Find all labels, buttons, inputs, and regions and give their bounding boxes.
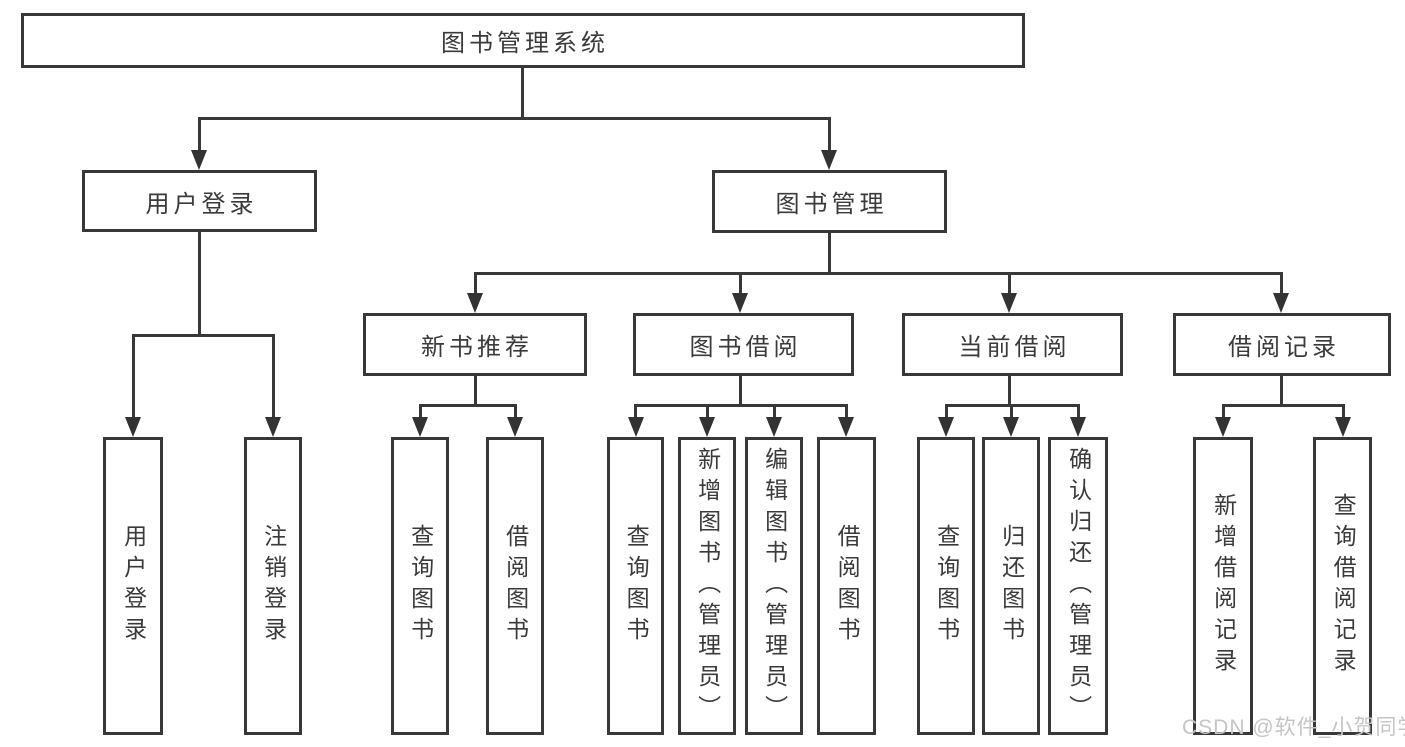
csdn-watermark: CSDN @软件_小贺同学 bbox=[1182, 716, 1405, 739]
connector-drop-user-login bbox=[198, 117, 201, 151]
connector-drop-leaf bbox=[773, 404, 776, 418]
connector-drop-leaf bbox=[1342, 404, 1345, 418]
arrow-down-icon bbox=[507, 417, 523, 437]
node-borrow-records-label: 借阅记录 bbox=[1228, 334, 1340, 361]
leaf-records-add: 新增借阅记录 bbox=[1193, 437, 1253, 735]
arrow-down-icon bbox=[1001, 293, 1017, 313]
leaf-borrow-borrow-label: 借阅图书 bbox=[834, 524, 861, 648]
leaf-borrow-edit: 编辑图书（管理员） bbox=[745, 437, 803, 735]
leaf-logout-label: 注销登录 bbox=[260, 524, 287, 648]
leaf-logout: 注销登录 bbox=[244, 437, 302, 735]
connector-drop-book-borrow bbox=[739, 272, 742, 294]
connector-newbook-stem bbox=[474, 376, 477, 406]
leaf-newbook-query: 查询图书 bbox=[391, 437, 449, 735]
connector-drop-leaf bbox=[845, 404, 848, 418]
leaf-newbook-borrow: 借阅图书 bbox=[486, 437, 544, 735]
node-book-borrow-label: 图书借阅 bbox=[689, 334, 802, 361]
arrow-down-icon bbox=[938, 417, 954, 437]
leaf-records-add-label: 新增借阅记录 bbox=[1210, 493, 1237, 679]
node-book-management-label: 图书管理 bbox=[775, 191, 888, 218]
arrow-down-icon bbox=[412, 417, 428, 437]
arrow-down-icon bbox=[467, 293, 483, 313]
arrow-down-icon bbox=[699, 417, 715, 437]
leaf-borrow-query-label: 查询图书 bbox=[623, 524, 650, 648]
connector-drop-leaf bbox=[132, 334, 135, 418]
arrow-down-icon bbox=[732, 293, 748, 313]
leaf-records-query: 查询借阅记录 bbox=[1313, 437, 1372, 735]
connector-user-login-stem bbox=[198, 232, 201, 335]
connector-currentborrow-stem bbox=[1008, 376, 1011, 406]
connector-bookborrow-rail bbox=[634, 404, 846, 407]
arrow-down-icon bbox=[265, 417, 281, 437]
connector-drop-book-management bbox=[828, 117, 831, 151]
connector-drop-leaf bbox=[1222, 404, 1225, 418]
connector-records-stem bbox=[1280, 376, 1283, 406]
connector-drop-leaf bbox=[634, 404, 637, 418]
connector-drop-leaf bbox=[514, 404, 517, 418]
connector-records-rail bbox=[1222, 404, 1344, 407]
leaf-newbook-borrow-label: 借阅图书 bbox=[502, 524, 529, 648]
node-book-management: 图书管理 bbox=[712, 170, 947, 233]
arrow-down-icon bbox=[628, 417, 644, 437]
node-book-borrow: 图书借阅 bbox=[633, 313, 854, 376]
arrow-down-icon bbox=[1070, 417, 1086, 437]
leaf-borrow-query: 查询图书 bbox=[607, 437, 664, 735]
connector-drop-borrow-records bbox=[1280, 272, 1283, 294]
connector-bookborrow-stem bbox=[739, 376, 742, 406]
arrow-down-icon bbox=[1215, 417, 1231, 437]
leaf-records-query-label: 查询借阅记录 bbox=[1330, 493, 1357, 679]
leaf-borrow-add: 新增图书（管理员） bbox=[678, 437, 736, 735]
leaf-user-login: 用户登录 bbox=[103, 437, 163, 735]
leaf-borrow-edit-label: 编辑图书（管理员） bbox=[761, 446, 788, 726]
connector-level2-rail bbox=[198, 117, 831, 120]
connector-drop-leaf bbox=[1077, 404, 1080, 418]
connector-drop-new-book bbox=[474, 272, 477, 294]
node-new-book-recommend-label: 新书推荐 bbox=[421, 334, 533, 361]
connector-root-stem bbox=[521, 68, 524, 119]
connector-newbook-rail bbox=[419, 404, 516, 407]
node-current-borrow-label: 当前借阅 bbox=[958, 334, 1071, 361]
connector-drop-leaf bbox=[945, 404, 948, 418]
connector-drop-leaf bbox=[419, 404, 422, 418]
leaf-borrow-add-label: 新增图书（管理员） bbox=[694, 446, 721, 726]
connector-drop-leaf bbox=[1010, 404, 1013, 418]
leaf-current-return-label: 归还图书 bbox=[998, 524, 1025, 648]
leaf-current-query: 查询图书 bbox=[917, 437, 975, 735]
leaf-current-return: 归还图书 bbox=[982, 437, 1040, 735]
leaf-current-confirm-return: 确认归还（管理员） bbox=[1048, 437, 1108, 735]
arrow-down-icon bbox=[1003, 417, 1019, 437]
leaf-newbook-query-label: 查询图书 bbox=[407, 524, 434, 648]
node-user-login-label: 用户登录 bbox=[145, 190, 258, 218]
node-root-label: 图书管理系统 bbox=[441, 30, 609, 57]
arrow-down-icon bbox=[191, 150, 207, 170]
arrow-down-icon bbox=[838, 417, 854, 437]
connector-drop-leaf bbox=[706, 404, 709, 418]
arrow-down-icon bbox=[766, 417, 782, 437]
node-user-login: 用户登录 bbox=[82, 170, 317, 232]
node-root: 图书管理系统 bbox=[21, 13, 1025, 68]
node-new-book-recommend: 新书推荐 bbox=[363, 313, 587, 376]
connector-drop-current-borrow bbox=[1008, 272, 1011, 294]
arrow-down-icon bbox=[1273, 293, 1289, 313]
leaf-current-confirm-return-label: 确认归还（管理员） bbox=[1065, 446, 1092, 726]
connector-book-management-stem bbox=[828, 233, 831, 274]
leaf-borrow-borrow: 借阅图书 bbox=[817, 437, 876, 735]
leaf-current-query-label: 查询图书 bbox=[933, 524, 960, 648]
arrow-down-icon bbox=[821, 150, 837, 170]
connector-user-login-rail bbox=[132, 334, 274, 337]
connector-drop-leaf bbox=[272, 334, 275, 418]
arrow-down-icon bbox=[125, 417, 141, 437]
connector-level3-rail bbox=[474, 272, 1281, 275]
node-borrow-records: 借阅记录 bbox=[1173, 313, 1391, 376]
arrow-down-icon bbox=[1335, 417, 1351, 437]
leaf-user-login-label: 用户登录 bbox=[120, 524, 147, 648]
node-current-borrow: 当前借阅 bbox=[902, 313, 1123, 376]
